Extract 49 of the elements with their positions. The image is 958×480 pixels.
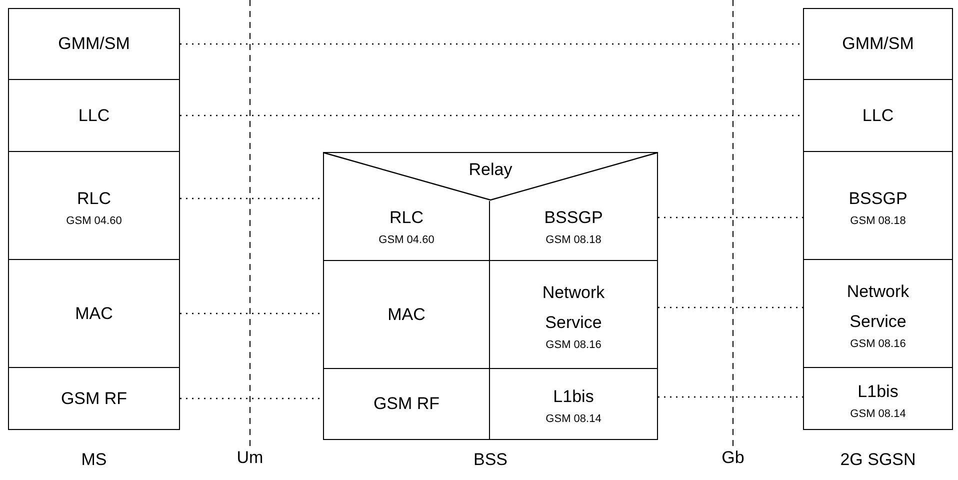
protocol-layer-box	[8, 8, 180, 80]
layer-name: BSSGP	[848, 188, 908, 210]
layer-name: RLC	[76, 188, 111, 210]
layer-name: GMM/SM	[58, 33, 130, 55]
protocol-layer-box	[323, 369, 490, 440]
stack-label: MS	[81, 450, 107, 470]
dotted-connector	[658, 216, 803, 218]
protocol-layer-box	[323, 261, 490, 369]
protocol-layer-box	[803, 368, 953, 430]
protocol-layer-box	[490, 369, 658, 440]
layer-name: MAC	[75, 302, 113, 324]
protocol-layer-box	[8, 152, 180, 260]
layer-name: Network Service	[541, 282, 606, 334]
protocol-layer-box	[8, 368, 180, 430]
layer-name: GSM RF	[60, 388, 128, 410]
spec-reference: GSM 08.14	[850, 406, 906, 420]
protocol-layer-box	[490, 201, 658, 261]
protocol-layer-box	[803, 152, 953, 260]
layer-name: BSSGP	[544, 206, 603, 228]
layer-name: LLC	[78, 104, 110, 126]
interface-label: Gb	[722, 448, 744, 468]
protocol-layer-box	[8, 80, 180, 152]
stack-label: BSS	[473, 450, 508, 470]
protocol-layer-box	[803, 8, 953, 80]
layer-name: GMM/SM	[842, 33, 914, 55]
dotted-connector	[658, 396, 803, 398]
layer-name: GSM RF	[373, 393, 440, 415]
layer-name: L1bis	[553, 386, 594, 408]
spec-reference: GSM 08.18	[850, 214, 906, 228]
protocol-layer-box	[323, 201, 490, 261]
spec-reference: GSM 08.14	[546, 412, 602, 426]
layer-name: Relay	[468, 160, 512, 179]
stack-label: 2G SGSN	[840, 450, 916, 470]
layer-name: L1bis	[858, 380, 898, 402]
protocol-layer-box	[803, 260, 953, 368]
layer-name: Network Service	[846, 280, 910, 332]
protocol-layer-box	[8, 260, 180, 368]
interface-label: Um	[236, 448, 264, 468]
layer-name: MAC	[388, 304, 426, 326]
spec-reference: GSM 08.16	[850, 336, 906, 350]
layer-name: LLC	[862, 104, 894, 126]
spec-reference: GSM 08.16	[546, 338, 602, 352]
layer-name: RLC	[389, 206, 424, 228]
protocol-layer-box	[803, 80, 953, 152]
spec-reference: GSM 04.60	[66, 214, 122, 228]
spec-reference: GSM 08.18	[546, 232, 602, 246]
protocol-layer-box	[490, 261, 658, 369]
dotted-connector	[658, 306, 803, 308]
spec-reference: GSM 04.60	[378, 232, 434, 246]
